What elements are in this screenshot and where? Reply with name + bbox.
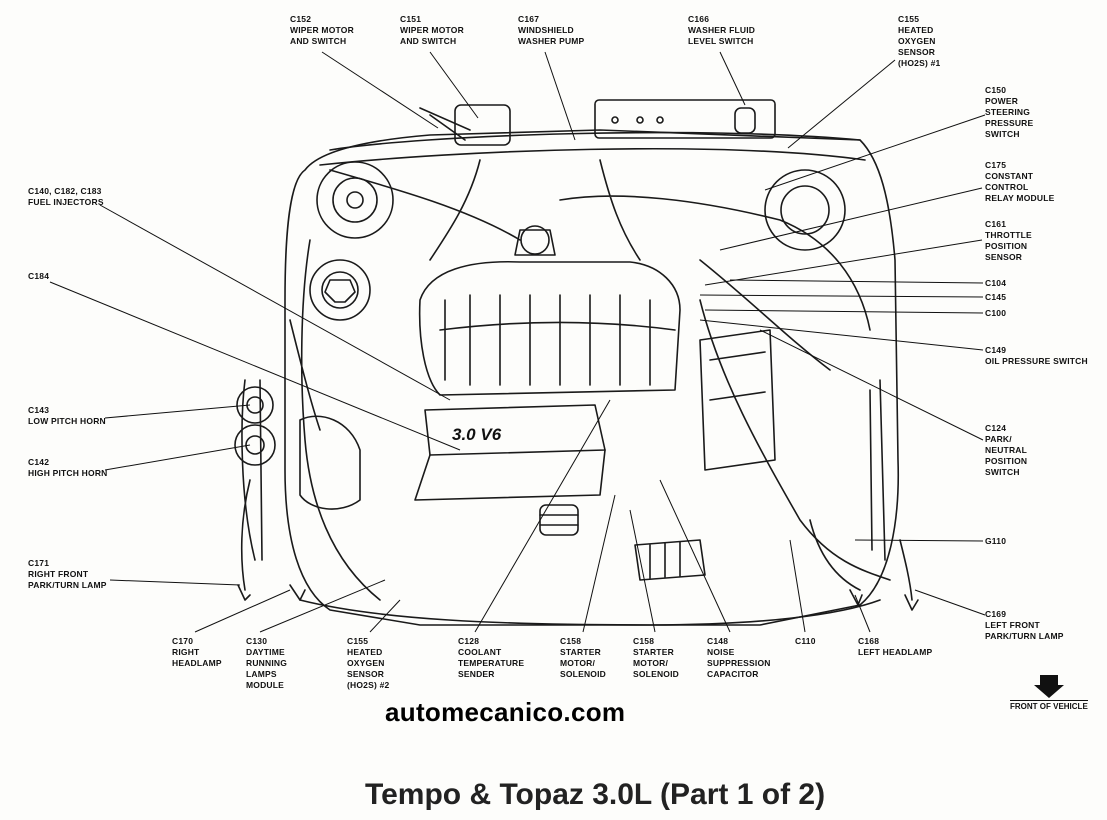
- front-arrow-icon: [1034, 675, 1064, 698]
- leader-c145: [699, 294, 984, 298]
- radiator-support-right: [869, 379, 886, 561]
- battery-tray: [699, 329, 776, 471]
- leader-c155-bottom: [369, 599, 401, 633]
- label-g110: G110: [985, 536, 1007, 546]
- label-c171: C171 RIGHT FRONT PARK/TURN LAMP: [28, 558, 107, 590]
- leader-c166: [719, 51, 746, 106]
- leader-c170: [194, 589, 291, 633]
- leader-c167: [544, 51, 576, 141]
- leader-c161: [704, 239, 983, 286]
- right-shock-tower: [764, 169, 846, 251]
- left-headlamp-plug: [849, 589, 863, 606]
- leader-c158a: [582, 494, 616, 633]
- label-c150: C150 POWER STEERING PRESSURE SWITCH: [985, 85, 1034, 139]
- low-pitch-horn: [236, 386, 274, 424]
- leader-c184: [49, 281, 461, 451]
- label-c184: C184: [28, 271, 50, 281]
- label-c161: C161 THROTTLE POSITION SENSOR: [985, 219, 1032, 262]
- right-front-lamp-plug: [237, 584, 251, 601]
- leader-c158b: [629, 509, 656, 633]
- leader-c155-top: [787, 59, 896, 149]
- label-c158a: C158 STARTER MOTOR/ SOLENOID: [560, 636, 606, 679]
- intake-plenum: [418, 260, 681, 396]
- label-c128: C128 COOLANT TEMPERATURE SENDER: [458, 636, 525, 679]
- label-c100: C100: [985, 308, 1007, 318]
- leader-c142: [104, 444, 251, 471]
- label-c152: C152 WIPER MOTOR AND SWITCH: [290, 14, 354, 46]
- leader-c171: [109, 579, 241, 586]
- leader-c140: [99, 204, 451, 401]
- label-c145: C145: [985, 292, 1007, 302]
- high-pitch-horn: [234, 424, 276, 466]
- leader-c150: [764, 114, 986, 191]
- leader-c169: [914, 589, 986, 616]
- wiring-harness: [289, 159, 891, 601]
- left-front-lamp-plug: [904, 594, 919, 611]
- radiator-support-left: [241, 379, 263, 561]
- left-shock-tower: [316, 161, 394, 239]
- leader-c143: [104, 404, 251, 419]
- throttle-body: [520, 225, 550, 255]
- label-c155-top: C155 HEATED OXYGEN SENSOR (HO2S) #1: [898, 14, 941, 68]
- figure-caption: Tempo & Topaz 3.0L (Part 1 of 2): [365, 778, 826, 811]
- label-c158b: C158 STARTER MOTOR/ SOLENOID: [633, 636, 679, 679]
- label-c140: C140, C182, C183 FUEL INJECTORS: [28, 186, 104, 207]
- label-c110: C110: [795, 636, 816, 646]
- leader-c110: [789, 539, 806, 633]
- right-headlamp-plug: [289, 584, 306, 601]
- leader-c130: [259, 579, 386, 633]
- label-c169: C169 LEFT FRONT PARK/TURN LAMP: [985, 609, 1064, 641]
- label-c149: C149 OIL PRESSURE SWITCH: [985, 345, 1088, 366]
- label-c130: C130 DAYTIME RUNNING LAMPS MODULE: [246, 636, 288, 690]
- label-c142: C142 HIGH PITCH HORN: [28, 457, 108, 478]
- label-c167: C167 WINDSHIELD WASHER PUMP: [518, 14, 585, 46]
- leader-g110: [854, 539, 984, 542]
- leader-c148: [659, 479, 731, 633]
- label-c166: C166 WASHER FLUID LEVEL SWITCH: [688, 14, 756, 46]
- label-c143: C143 LOW PITCH HORN: [28, 405, 106, 426]
- label-c155-bottom: C155 HEATED OXYGEN SENSOR (HO2S) #2: [347, 636, 390, 690]
- cowl-strip: [329, 131, 861, 151]
- label-c104: C104: [985, 278, 1007, 288]
- label-c124: C124 PARK/ NEUTRAL POSITION SWITCH: [985, 423, 1028, 477]
- engine-badge: 3.0 V6: [452, 425, 502, 444]
- front-of-vehicle-label: FRONT OF VEHICLE: [1010, 700, 1088, 711]
- label-c148: C148 NOISE SUPPRESSION CAPACITOR: [707, 636, 771, 679]
- label-c151: C151 WIPER MOTOR AND SWITCH: [400, 14, 464, 46]
- leader-c168: [854, 594, 871, 633]
- leader-c124: [759, 329, 984, 441]
- label-c175: C175 CONSTANT CONTROL RELAY MODULE: [985, 160, 1055, 203]
- wiper-motor: [454, 104, 511, 146]
- leader-c151: [429, 51, 479, 119]
- leader-c100: [704, 309, 984, 314]
- firewall-outline: [284, 129, 900, 626]
- label-c170: C170 RIGHT HEADLAMP: [172, 636, 222, 668]
- leader-c175: [719, 187, 983, 251]
- leader-c149: [699, 319, 984, 351]
- leader-c104: [729, 279, 984, 284]
- label-c168: C168 LEFT HEADLAMP: [858, 636, 933, 657]
- oil-filter: [539, 504, 579, 536]
- front-fascia: [299, 599, 881, 626]
- watermark: automecanico.com: [385, 697, 626, 727]
- leader-c152: [321, 51, 439, 129]
- starter-motor: [634, 539, 706, 581]
- leader-c128: [474, 399, 611, 633]
- air-cleaner: [299, 415, 361, 510]
- washer-reservoir: [594, 99, 776, 139]
- oil-filler-cap: [309, 259, 371, 321]
